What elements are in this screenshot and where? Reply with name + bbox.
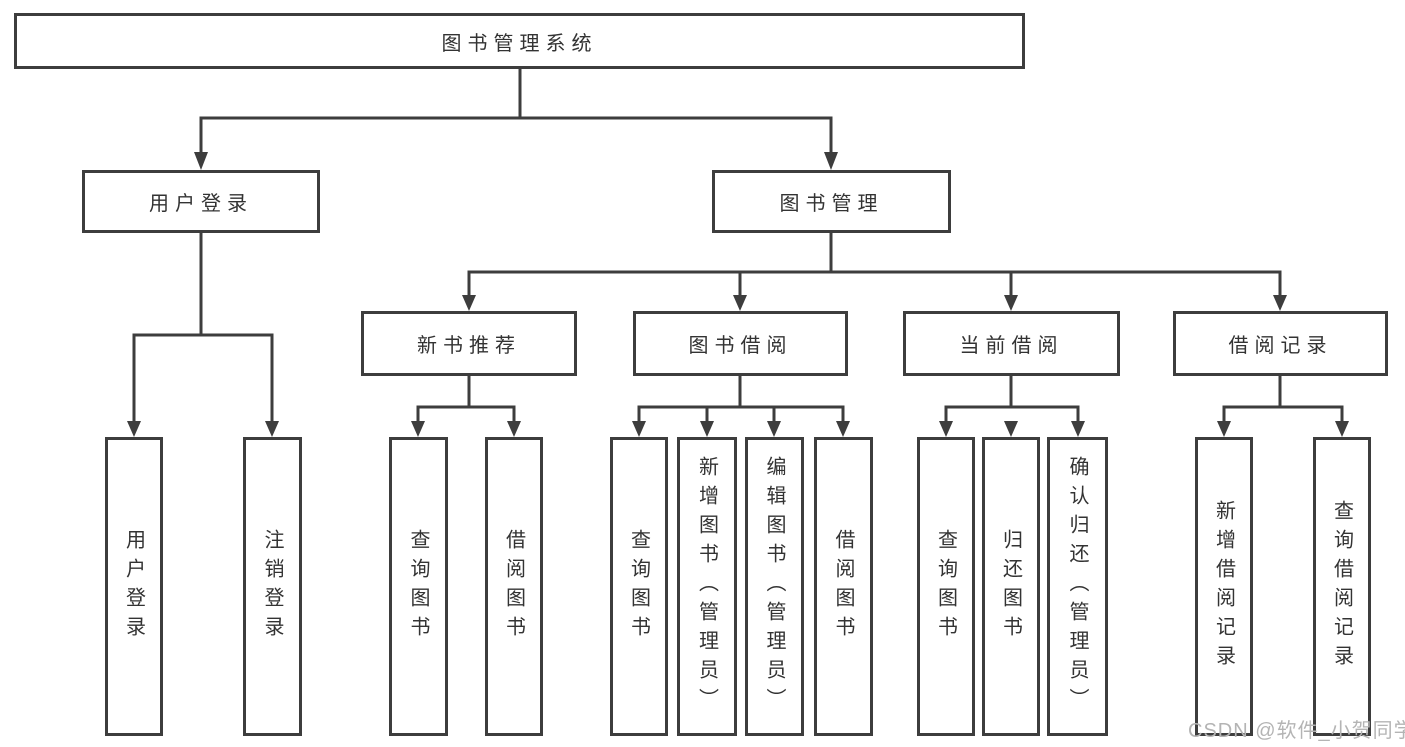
leaf-add-books-admin: 新增图书（管理员） bbox=[677, 437, 737, 736]
leaf-borrow-books: 借阅图书 bbox=[814, 437, 873, 736]
node-user-login-label: 用户登录 bbox=[149, 193, 253, 215]
leaf-query-books-borrow-label: 查询图书 bbox=[627, 528, 650, 645]
leaf-user-login-label: 用户登录 bbox=[122, 528, 145, 645]
leaf-query-books-recommend-label: 查询图书 bbox=[407, 528, 429, 645]
leaf-confirm-return-admin-label: 确认归还（管理员） bbox=[1066, 456, 1088, 717]
node-new-book-recommendation-label: 新书推荐 bbox=[417, 335, 521, 357]
leaf-borrow-books-label: 借阅图书 bbox=[832, 528, 854, 645]
node-book-management: 图书管理 bbox=[712, 170, 951, 233]
node-user-login: 用户登录 bbox=[82, 170, 320, 233]
leaf-confirm-return-admin: 确认归还（管理员） bbox=[1047, 437, 1108, 736]
leaf-logout: 注销登录 bbox=[243, 437, 302, 736]
node-book-borrowing: 图书借阅 bbox=[633, 311, 848, 376]
leaf-query-books-borrow: 查询图书 bbox=[610, 437, 668, 736]
leaf-user-login: 用户登录 bbox=[105, 437, 163, 736]
leaf-query-books-current: 查询图书 bbox=[917, 437, 975, 736]
leaf-borrow-books-recommend: 借阅图书 bbox=[485, 437, 543, 736]
leaf-add-books-admin-label: 新增图书（管理员） bbox=[695, 456, 718, 717]
node-borrowing-records: 借阅记录 bbox=[1173, 311, 1388, 376]
leaf-query-books-recommend: 查询图书 bbox=[389, 437, 448, 736]
leaf-query-borrow-record: 查询借阅记录 bbox=[1313, 437, 1371, 736]
leaf-edit-books-admin-label: 编辑图书（管理员） bbox=[763, 456, 785, 717]
node-library-management-system-label: 图书管理系统 bbox=[441, 32, 598, 55]
watermark: CSDN @软件_小贺同学 bbox=[1188, 720, 1405, 742]
node-book-management-label: 图书管理 bbox=[779, 193, 884, 215]
leaf-query-books-current-label: 查询图书 bbox=[934, 528, 957, 645]
node-book-borrowing-label: 图书借阅 bbox=[688, 335, 793, 357]
leaf-borrow-books-recommend-label: 借阅图书 bbox=[502, 528, 525, 645]
node-current-borrowing-label: 当前借阅 bbox=[959, 335, 1064, 357]
leaf-edit-books-admin: 编辑图书（管理员） bbox=[745, 437, 804, 736]
node-current-borrowing: 当前借阅 bbox=[903, 311, 1120, 376]
node-borrowing-records-label: 借阅记录 bbox=[1228, 335, 1333, 357]
leaf-add-borrow-record-label: 新增借阅记录 bbox=[1212, 499, 1235, 674]
leaf-add-borrow-record: 新增借阅记录 bbox=[1195, 437, 1253, 736]
leaf-return-books-label: 归还图书 bbox=[999, 528, 1022, 645]
node-new-book-recommendation: 新书推荐 bbox=[361, 311, 577, 376]
leaf-logout-label: 注销登录 bbox=[261, 528, 283, 645]
leaf-query-borrow-record-label: 查询借阅记录 bbox=[1330, 499, 1353, 674]
node-library-management-system: 图书管理系统 bbox=[14, 13, 1025, 69]
leaf-return-books: 归还图书 bbox=[982, 437, 1040, 736]
